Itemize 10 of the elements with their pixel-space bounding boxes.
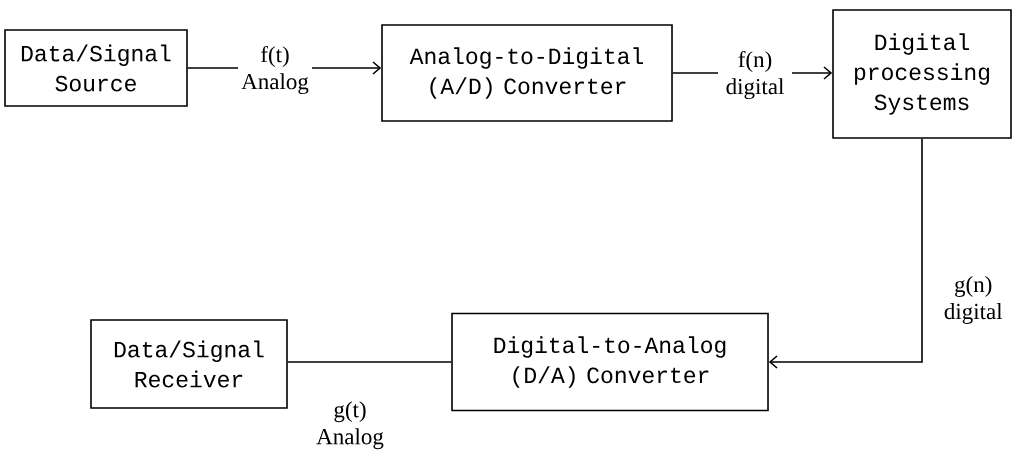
arrow	[768, 138, 923, 369]
process-box: Analog-to-Digital (A/D) Converter	[381, 24, 673, 122]
process-box: Data/Signal Receiver	[90, 319, 288, 409]
edge-label: g(n) digital	[936, 275, 1011, 325]
edge-label: f(t) Analog	[238, 44, 312, 96]
process-box: Digital processing Systems	[832, 9, 1012, 139]
edge-label: g(t) Analog	[313, 400, 387, 451]
edge-label: f(n) digital	[718, 49, 792, 101]
process-box: Digital-to-Analog (D/A) Converter	[451, 312, 769, 412]
process-box: Data/Signal Source	[4, 29, 188, 107]
